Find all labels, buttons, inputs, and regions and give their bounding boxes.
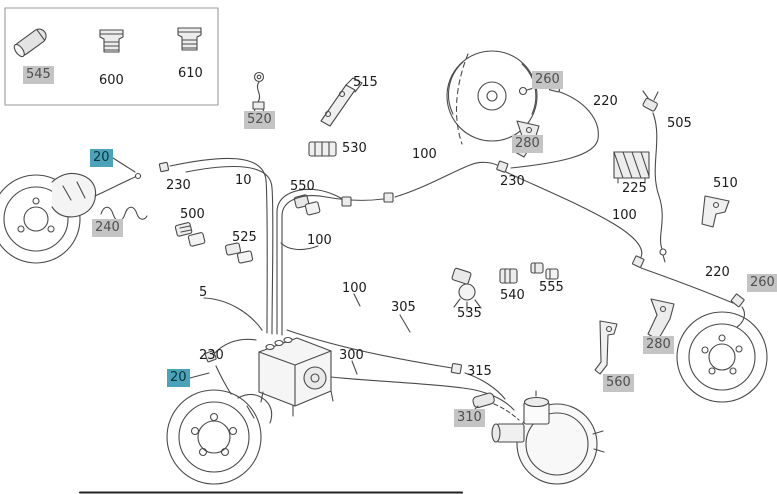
brake-booster-assembly [491, 390, 605, 485]
part-label-230-rear: 230 [500, 174, 525, 189]
part-label-260-top[interactable]: 260 [532, 71, 563, 89]
part-525-clips [224, 242, 254, 264]
part-label-100-rear-pipe: 100 [612, 208, 637, 223]
part-label-530: 530 [342, 141, 367, 156]
part-label-100-bundle: 100 [307, 233, 332, 248]
part-225-mount [613, 151, 650, 184]
leader-20-bottom [189, 372, 210, 379]
part-label-240[interactable]: 240 [92, 219, 123, 237]
part-label-600: 600 [99, 73, 124, 88]
brake-disc-bottom-left [166, 389, 273, 485]
part-500-clips [174, 222, 206, 247]
part-label-100-front-pipe: 100 [412, 147, 437, 162]
part-label-610: 610 [178, 66, 203, 81]
part-530-bracket [308, 141, 337, 157]
part-label-280-right[interactable]: 280 [643, 336, 674, 354]
part-label-220-top: 220 [593, 94, 618, 109]
inset-parts-box [4, 7, 219, 106]
part-label-520[interactable]: 520 [244, 111, 275, 129]
part-label-300: 300 [339, 348, 364, 363]
part-label-100-center: 100 [342, 281, 367, 296]
part-260-hose-right [730, 293, 746, 328]
dashed-leader-booster [493, 403, 520, 421]
part-label-550: 550 [290, 179, 315, 194]
part-label-20-front[interactable]: 20 [90, 149, 113, 167]
part-label-230-front: 230 [166, 178, 191, 193]
part-label-505: 505 [667, 116, 692, 131]
part-240-spring-clip [100, 206, 148, 222]
part-545-sleeve [13, 28, 47, 58]
part-label-220-right: 220 [705, 265, 730, 280]
part-label-20-bottom[interactable]: 20 [167, 369, 190, 387]
part-label-315: 315 [467, 364, 492, 379]
part-label-305: 305 [391, 300, 416, 315]
part-label-5: 5 [199, 285, 208, 300]
part-label-545[interactable]: 545 [23, 66, 54, 84]
part-label-560[interactable]: 560 [603, 374, 634, 392]
part-label-510: 510 [713, 176, 738, 191]
part-label-500: 500 [180, 207, 205, 222]
part-560-bracket [594, 320, 618, 375]
part-510-bracket [701, 195, 730, 228]
part-505-cable [642, 90, 667, 263]
part-label-310[interactable]: 310 [454, 409, 485, 427]
brake-disc-top-left [0, 172, 142, 264]
part-label-10: 10 [235, 173, 252, 188]
part-label-225: 225 [622, 181, 647, 196]
part-555-clips [530, 262, 559, 280]
brake-pipes [169, 90, 734, 411]
leader-20-front [112, 157, 136, 173]
abs-hydraulic-unit [258, 336, 334, 417]
pipe-fittings [158, 160, 645, 375]
part-600-fitting [99, 29, 124, 53]
part-label-280-top[interactable]: 280 [512, 135, 543, 153]
part-label-535: 535 [457, 306, 482, 321]
part-label-260-right[interactable]: 260 [747, 274, 777, 292]
part-515-bracket [320, 77, 363, 127]
part-610-fitting [177, 27, 202, 51]
part-label-555: 555 [539, 280, 564, 295]
brake-disc-right [676, 311, 768, 403]
part-label-515: 515 [353, 75, 378, 90]
part-540-clip [499, 268, 518, 284]
part-535-valve [451, 267, 482, 312]
part-label-540: 540 [500, 288, 525, 303]
part-label-230-bottom: 230 [199, 348, 224, 363]
part-label-525: 525 [232, 230, 257, 245]
